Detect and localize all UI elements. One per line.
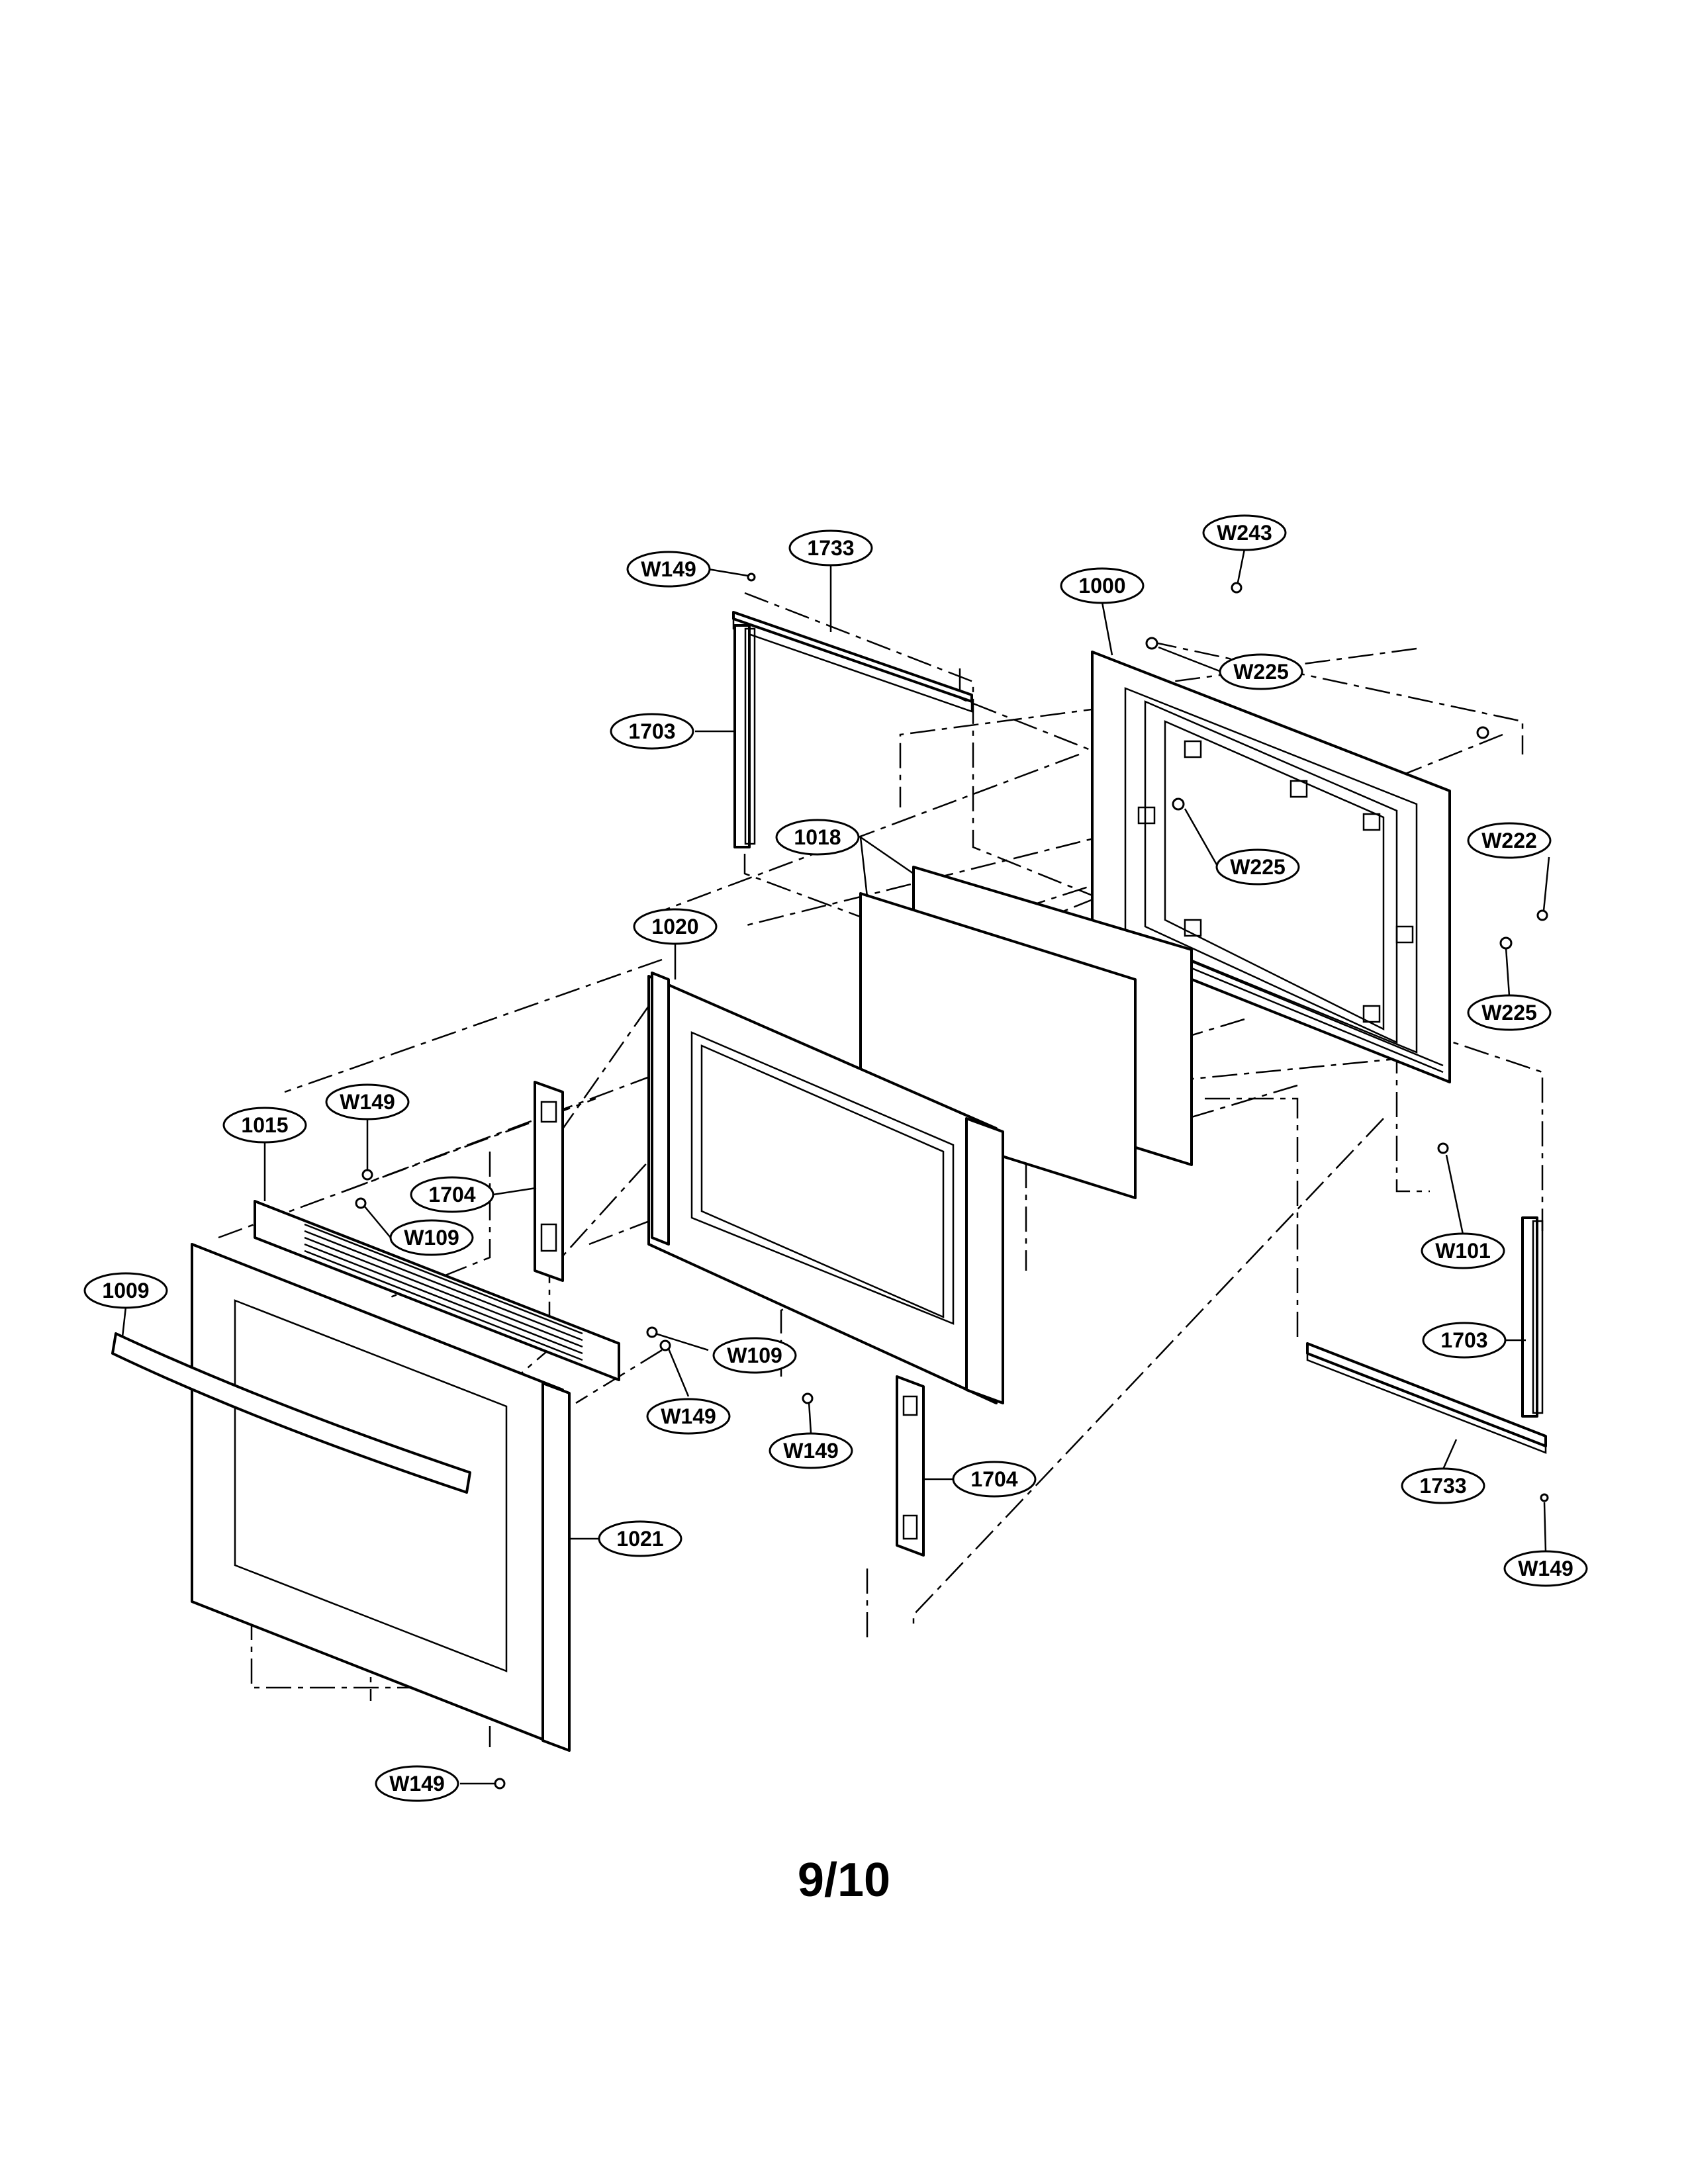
callout-1703-right: 1703 xyxy=(1422,1322,1507,1359)
callout-label: W109 xyxy=(727,1343,782,1367)
callout-label: 1020 xyxy=(651,915,698,938)
callout-1020: 1020 xyxy=(633,908,718,945)
callout-1733-top: 1733 xyxy=(788,529,873,567)
callout-w149-center: W149 xyxy=(769,1432,853,1469)
callout-label: W149 xyxy=(340,1090,395,1114)
callout-label: W109 xyxy=(404,1226,459,1250)
callout-1704-left: 1704 xyxy=(410,1176,494,1213)
callout-label: W149 xyxy=(641,557,696,581)
part-1018-glass-panes xyxy=(859,866,1193,1199)
callout-label: W149 xyxy=(783,1439,839,1463)
callout-w149-bottom-right: W149 xyxy=(1503,1550,1588,1587)
part-1733-top-trim xyxy=(732,611,973,713)
callout-label: 1009 xyxy=(102,1279,149,1302)
callout-label: 1733 xyxy=(807,536,854,560)
callout-label: 1000 xyxy=(1078,574,1125,598)
callout-1009: 1009 xyxy=(83,1272,168,1309)
callout-label: W222 xyxy=(1481,829,1537,852)
callout-label: W225 xyxy=(1230,855,1286,879)
part-1704-left-hinge xyxy=(534,1081,564,1282)
callout-label: 1015 xyxy=(241,1113,288,1137)
callout-label: 1021 xyxy=(616,1527,663,1551)
part-1009-handle xyxy=(111,1332,471,1494)
part-1020-inner-window-frame xyxy=(647,972,1004,1404)
callout-1015: 1015 xyxy=(222,1107,307,1144)
callout-w149-right: W149 xyxy=(646,1398,731,1435)
callout-w149-1015: W149 xyxy=(325,1083,410,1120)
callout-label: W101 xyxy=(1435,1239,1491,1263)
callout-label: 1704 xyxy=(970,1467,1017,1491)
callout-label: W225 xyxy=(1233,660,1289,684)
callout-label: 1704 xyxy=(428,1183,475,1206)
callout-label: W225 xyxy=(1481,1001,1537,1024)
callout-label: W243 xyxy=(1217,521,1272,545)
callout-w225-right: W225 xyxy=(1467,994,1552,1031)
callout-label: W149 xyxy=(389,1772,445,1796)
page-number: 9/10 xyxy=(797,1854,891,1907)
part-1015-vent-trim xyxy=(254,1200,620,1381)
callout-1018: 1018 xyxy=(775,819,860,856)
callout-label: W149 xyxy=(1518,1557,1573,1580)
callout-label: 1018 xyxy=(794,825,841,849)
callout-1021: 1021 xyxy=(598,1520,682,1557)
part-1703-right-side-trim xyxy=(1521,1216,1544,1418)
callout-w225-top: W225 xyxy=(1219,653,1303,690)
callout-w222: W222 xyxy=(1467,822,1552,859)
callout-label: 1733 xyxy=(1419,1474,1466,1498)
callout-w109-right: W109 xyxy=(712,1337,797,1374)
callout-w109-left: W109 xyxy=(389,1219,474,1256)
part-1733-bottom-trim xyxy=(1306,1342,1547,1454)
part-1704-right-hinge xyxy=(896,1375,925,1557)
part-1703-left-side-trim xyxy=(733,624,756,848)
callout-1704-right: 1704 xyxy=(952,1461,1037,1498)
callout-1703-left: 1703 xyxy=(610,713,694,750)
callout-w149-top: W149 xyxy=(626,551,711,588)
part-1021-outer-door-panel xyxy=(191,1243,571,1752)
callout-label: W149 xyxy=(661,1404,716,1428)
callout-w101: W101 xyxy=(1421,1232,1505,1269)
callout-w243: W243 xyxy=(1202,514,1287,551)
callout-1733-bottom: 1733 xyxy=(1401,1467,1485,1504)
callout-label: 1703 xyxy=(1440,1328,1487,1352)
leader-lines xyxy=(121,549,1550,1785)
callout-label: 1703 xyxy=(628,719,675,743)
callout-1000: 1000 xyxy=(1060,567,1145,604)
callout-w149-bottom: W149 xyxy=(375,1765,459,1802)
callout-w225-mid: W225 xyxy=(1215,848,1300,886)
